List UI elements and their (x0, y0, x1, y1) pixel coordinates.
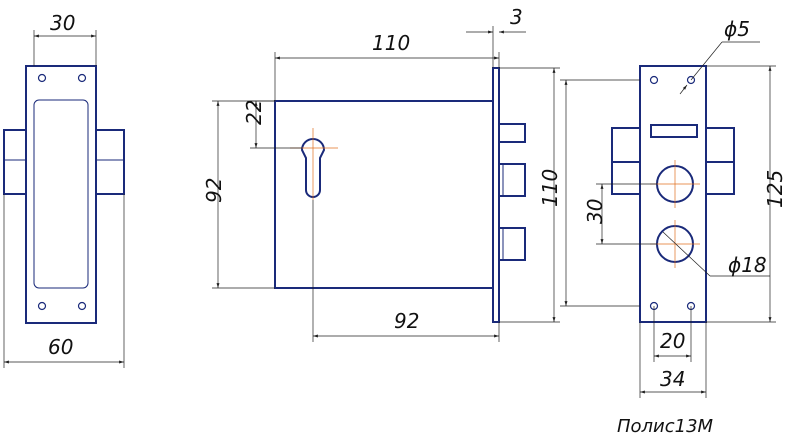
drawing-caption: Полис13М (617, 416, 714, 437)
screw-hole-icon (686, 75, 696, 85)
dim-left-top: 30 (50, 11, 75, 35)
right-view: ϕ5 30 125 ϕ18 20 34 Полис13М (560, 17, 787, 437)
screw-hole-icon (649, 75, 659, 85)
latch-slot (650, 124, 698, 138)
dim-left-bottom: 60 (48, 335, 73, 359)
dead-bolt-lower (498, 227, 526, 261)
right-bolt (611, 127, 641, 163)
right-bolt (611, 161, 641, 195)
middle-view: 110 3 22 92 92 110 (202, 5, 562, 342)
right-faceplate (639, 65, 707, 323)
left-inner-frame (33, 99, 89, 289)
dim-holes-spacing: 30 (583, 199, 607, 224)
left-hole-icon (37, 73, 47, 83)
dim-bottom-outer: 34 (660, 367, 685, 391)
dead-bolt-upper (498, 163, 526, 197)
latch-bolt (498, 123, 526, 143)
left-bolt-left (3, 129, 27, 195)
left-hole-icon (37, 301, 47, 311)
dim-bottom-inner: 20 (660, 329, 685, 353)
right-bolt (705, 127, 735, 163)
left-bolt-right (95, 129, 125, 195)
dim-thickness: 3 (510, 5, 523, 29)
left-hole-icon (77, 301, 87, 311)
left-hole-icon (77, 73, 87, 83)
left-faceplate (25, 65, 97, 324)
dim-large-hole: ϕ18 (728, 253, 767, 277)
dim-middle-height: 92 (202, 178, 226, 203)
right-bolt (705, 161, 735, 195)
dim-overall-height: 125 (763, 170, 787, 208)
cylinder-cutout (300, 138, 326, 198)
dim-cyl-offset: 22 (242, 100, 266, 125)
left-view: 30 60 (3, 11, 125, 368)
dim-middle-bottom: 92 (394, 309, 419, 333)
dim-middle-top: 110 (372, 31, 410, 55)
dim-small-hole: ϕ5 (724, 17, 750, 41)
dim-middle-right: 110 (538, 169, 562, 207)
